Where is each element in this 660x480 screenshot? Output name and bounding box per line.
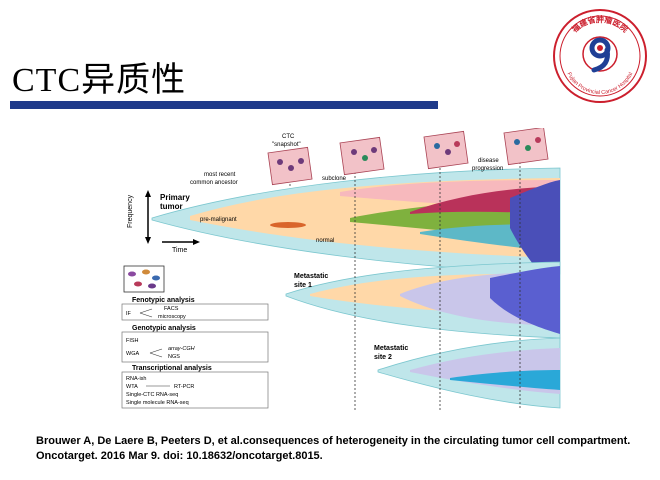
title-underline-bar bbox=[10, 101, 438, 109]
fenotypic-option-1: FACS bbox=[164, 306, 179, 312]
genotypic-analysis-panel: Genotypic analysis FISH WGA array-CGH NG… bbox=[121, 325, 269, 363]
metastatic-site-2-plot bbox=[377, 337, 561, 409]
frequency-label: Frequency bbox=[127, 194, 134, 228]
transcriptional-method-3: Single-CTC RNA-seq bbox=[126, 392, 178, 398]
metastatic-site-2-line-1: Metastatic bbox=[374, 345, 408, 352]
transcriptional-title: Transcriptional analysis bbox=[132, 365, 212, 372]
metastatic-site-1-line-1: Metastatic bbox=[294, 273, 328, 280]
transcriptional-method-2: WTA bbox=[126, 384, 138, 390]
ctc-snapshot-boxes bbox=[267, 128, 549, 186]
hospital-seal-icon bbox=[582, 36, 618, 73]
slide-title: CTC异质性 bbox=[12, 62, 187, 99]
hospital-logo: 福建省肿瘤医院 Fujian Provincial Cancer Hospita… bbox=[553, 9, 647, 103]
transcriptional-method-1: RNA-ish bbox=[126, 376, 146, 382]
fenotypic-title: Fenotypic analysis bbox=[132, 297, 195, 304]
primary-tumor-line-2: tumor bbox=[160, 202, 183, 211]
transcriptional-option: RT-PCR bbox=[174, 384, 194, 390]
genotypic-option-2: NGS bbox=[168, 354, 180, 360]
genotypic-method-1: FISH bbox=[126, 338, 139, 344]
frequency-axis: Frequency bbox=[127, 190, 151, 244]
transcriptional-method-4: Single molecule RNA-seq bbox=[126, 400, 189, 406]
primary-tumor-line-1: Primary bbox=[160, 193, 190, 202]
fenotypic-option-2: microscopy bbox=[158, 314, 186, 320]
subclone-label: subclone bbox=[322, 176, 347, 182]
figure-citation-caption: Brouwer A, De Laere B, Peeters D, et al.… bbox=[36, 435, 631, 462]
metastatic-site-1-plot bbox=[285, 261, 561, 339]
fenotypic-method: IF bbox=[126, 311, 132, 317]
time-label: Time bbox=[172, 247, 187, 254]
transcriptional-analysis-panel: Transcriptional analysis RNA-ish WTA RT-… bbox=[121, 365, 269, 409]
fenotypic-analysis-panel: Fenotypic analysis IF FACS microscopy bbox=[121, 297, 269, 321]
metastatic-site-1-line-2: site 1 bbox=[294, 282, 312, 289]
genotypic-title: Genotypic analysis bbox=[132, 325, 196, 332]
normal-label: normal bbox=[316, 238, 334, 244]
mrca-line-2: common ancestor bbox=[190, 180, 238, 186]
snapshot-label: "snapshot" bbox=[272, 142, 301, 148]
genotypic-option-1: array-CGH bbox=[168, 346, 195, 352]
mrca-line-1: most recent bbox=[204, 172, 236, 178]
ctc-label: CTC bbox=[282, 134, 295, 140]
premalignant-label: pre-malignant bbox=[200, 217, 237, 223]
genotypic-method-2: WGA bbox=[126, 351, 139, 357]
ctc-cell-sample bbox=[123, 265, 165, 293]
metastatic-site-2-line-2: site 2 bbox=[374, 354, 392, 361]
disease-line-2: progression bbox=[472, 166, 503, 172]
disease-line-1: disease bbox=[478, 158, 499, 164]
ctc-heterogeneity-figure: Frequency Time bbox=[121, 128, 561, 410]
time-axis: Time bbox=[162, 239, 200, 254]
primary-tumor-plot bbox=[151, 167, 561, 288]
